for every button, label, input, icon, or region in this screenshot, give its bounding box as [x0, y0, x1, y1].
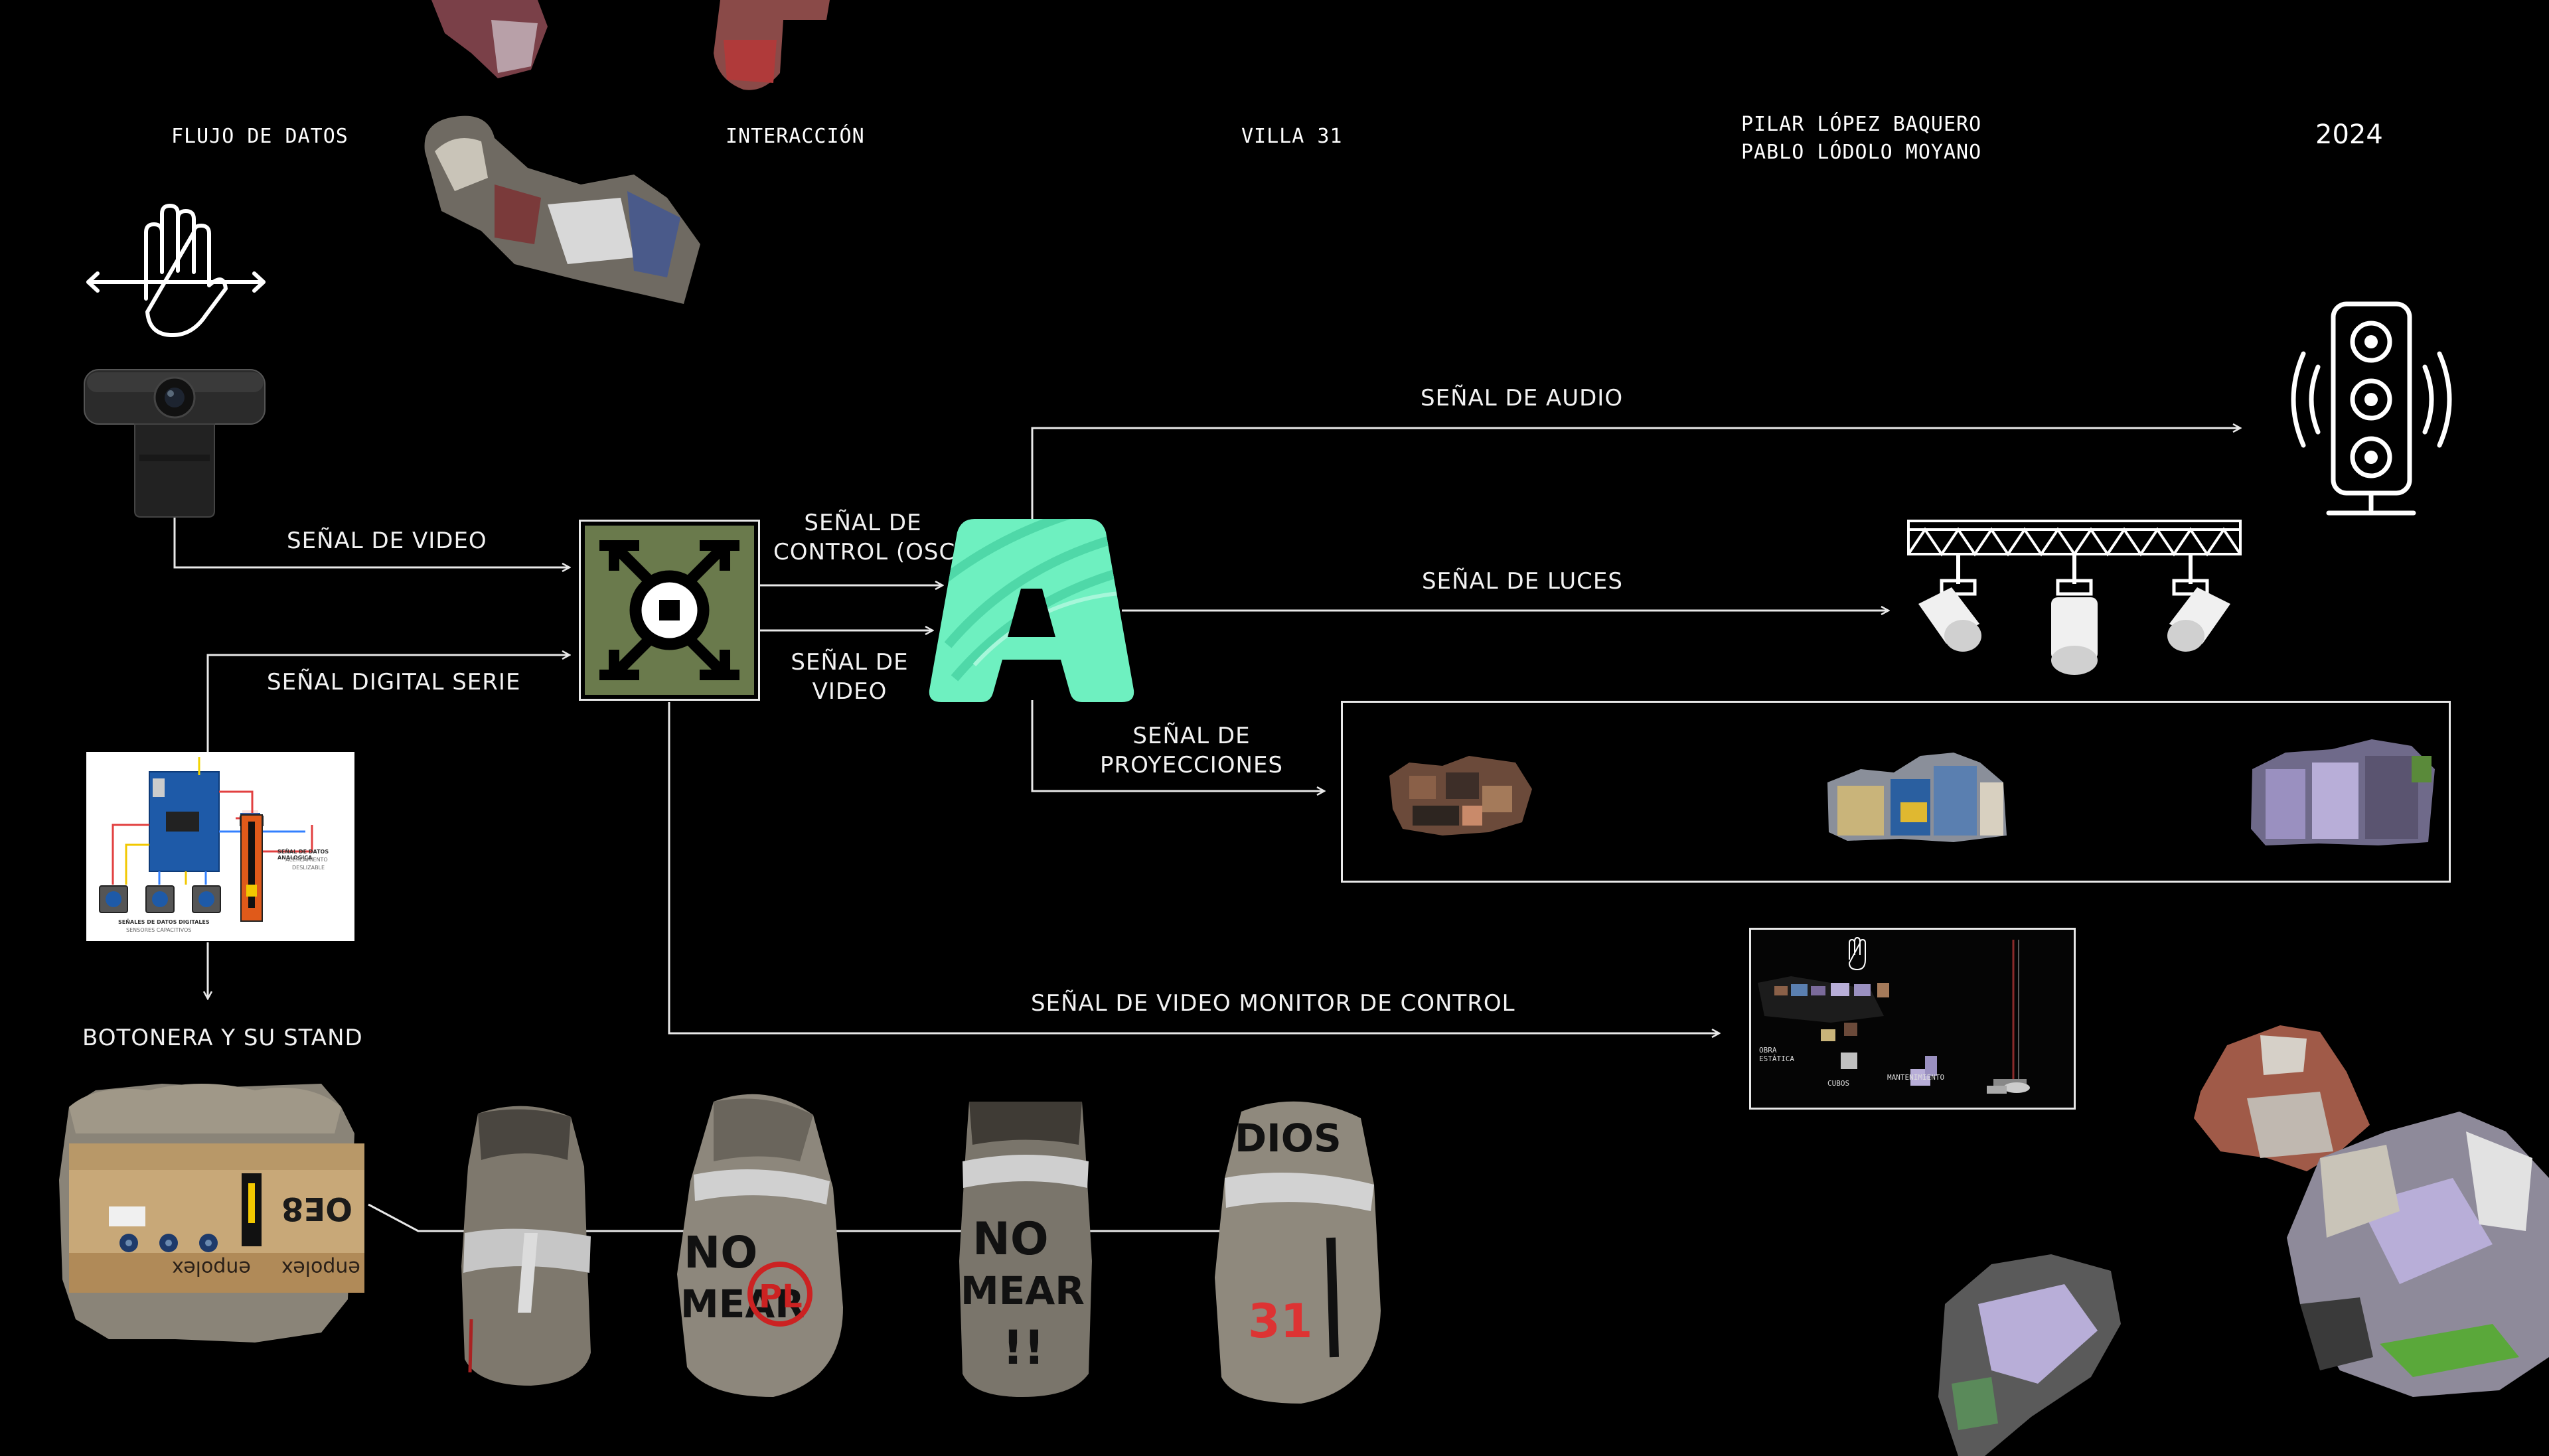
fragment-top-1 — [431, 0, 548, 78]
monitor-label-obra: OBRA ESTÁTICA — [1759, 1046, 1794, 1063]
box-code: OE8 — [281, 1190, 352, 1227]
schematic-analog-sub2: DESLIZABLE — [292, 865, 325, 871]
label-projection-line1: SEÑAL DE — [1132, 723, 1251, 749]
label-video-out-line1: SEÑAL DE — [791, 649, 909, 676]
label-monitor-signal: SEÑAL DE VIDEO MONITOR DE CONTROL — [1031, 990, 1515, 1017]
fragment-bottom-right-3 — [1938, 1254, 2121, 1456]
svg-text:31: 31 — [1248, 1294, 1312, 1348]
fragment-top-2 — [714, 0, 830, 90]
webcam-icon — [84, 369, 266, 518]
hand-gesture-icon — [86, 204, 266, 337]
label-audio-signal: SEÑAL DE AUDIO — [1421, 385, 1624, 411]
label-projection-line2: PROYECCIONES — [1099, 752, 1284, 778]
svg-text:!!: !! — [1002, 1321, 1045, 1375]
projection-image-1 — [1389, 756, 1532, 836]
fragment-bottom-right-1 — [2194, 1025, 2370, 1171]
button-panel-box: OE8 enpolex enpolex — [56, 1080, 368, 1346]
audio-line — [1031, 428, 2240, 521]
svg-text:NO: NO — [684, 1227, 757, 1278]
video-signal-line — [173, 514, 570, 567]
svg-text:MEAR: MEAR — [961, 1268, 1085, 1313]
label-button-panel: BOTONERA Y SU STAND — [82, 1025, 363, 1051]
fragment-top-3 — [424, 115, 700, 304]
stage-lights-icon — [1907, 520, 2242, 675]
stand-3: NO MEAR !! — [959, 1102, 1092, 1397]
monitor-screen — [1751, 930, 2074, 1108]
touchdesigner-glyph — [585, 526, 754, 695]
arduino-schematic: SEÑAL DE DATOS ANALOGICA ACERCAMIENTO DE… — [86, 752, 354, 941]
projection-line — [1031, 700, 1324, 791]
stand-2: NO MEAR PL — [677, 1094, 843, 1397]
label-video-out-line2: VIDEO — [812, 678, 888, 705]
schematic-digital-sub: SENSORES CAPACITIVOS — [126, 927, 192, 933]
touchdesigner-logo — [579, 520, 760, 701]
header-flujo: FLUJO DE DATOS — [171, 125, 348, 148]
button-panel-photo — [59, 1084, 364, 1343]
light-fixture-left — [1918, 579, 1981, 652]
monitor-line — [668, 702, 1719, 1033]
schematic-diagram — [99, 757, 313, 922]
svg-text:DIOS: DIOS — [1235, 1116, 1342, 1161]
monitor-label-mantenimiento: MANTENIMIENTO — [1887, 1073, 1945, 1082]
label-lights-signal: SEÑAL DE LUCES — [1422, 568, 1623, 595]
label-projection-signal: SEÑAL DE PROYECCIONES — [1095, 721, 1288, 780]
svg-text:NO: NO — [972, 1213, 1049, 1266]
header-year: 2024 — [2315, 119, 2383, 150]
projection-image-2 — [1827, 753, 2007, 842]
projections-box — [1341, 701, 2451, 883]
fragment-bottom-right-2 — [2287, 1112, 2549, 1397]
header-author-1: PILAR LÓPEZ BAQUERO — [1741, 113, 1982, 136]
schematic-analog-title: SEÑAL DE DATOS ANALOGICA — [277, 849, 329, 861]
label-control-signal: SEÑAL DE CONTROL (OSC) — [773, 508, 965, 567]
schematic-analog-sub1: ACERCAMIENTO — [285, 857, 328, 863]
stand-4: DIOS 31 — [1215, 1101, 1381, 1404]
label-control-line1: SEÑAL DE — [804, 510, 922, 536]
label-video-signal: SEÑAL DE VIDEO — [287, 528, 487, 554]
stand-1 — [461, 1106, 591, 1386]
monitor-label-cubos: CUBOS — [1827, 1079, 1850, 1088]
light-fixture-right — [2167, 579, 2230, 652]
box-brand-1: enpolex — [172, 1256, 251, 1279]
label-video-out: SEÑAL DE VIDEO — [773, 648, 926, 706]
box-brand-2: enpolex — [281, 1256, 360, 1279]
schematic-digital-title: SEÑALES DE DATOS DIGITALES — [118, 919, 210, 925]
svg-text:MEAR: MEAR — [680, 1281, 805, 1327]
control-monitor: OBRA ESTÁTICA CUBOS MANTENIMIENTO — [1749, 928, 2076, 1110]
speaker-icon — [2291, 301, 2452, 516]
label-serial-signal: SEÑAL DIGITAL SERIE — [267, 669, 521, 695]
label-control-line2: CONTROL (OSC) — [773, 539, 965, 565]
header-author-2: PABLO LÓDOLO MOYANO — [1741, 141, 1982, 164]
header-villa: VILLA 31 — [1241, 125, 1343, 148]
svg-text:PL: PL — [759, 1278, 803, 1315]
light-fixture-center — [2051, 579, 2098, 675]
projection-image-3 — [2251, 739, 2435, 845]
serial-signal-line — [206, 655, 570, 753]
ableton-logo — [929, 519, 1134, 702]
header-interaccion: INTERACCIÓN — [726, 125, 865, 148]
